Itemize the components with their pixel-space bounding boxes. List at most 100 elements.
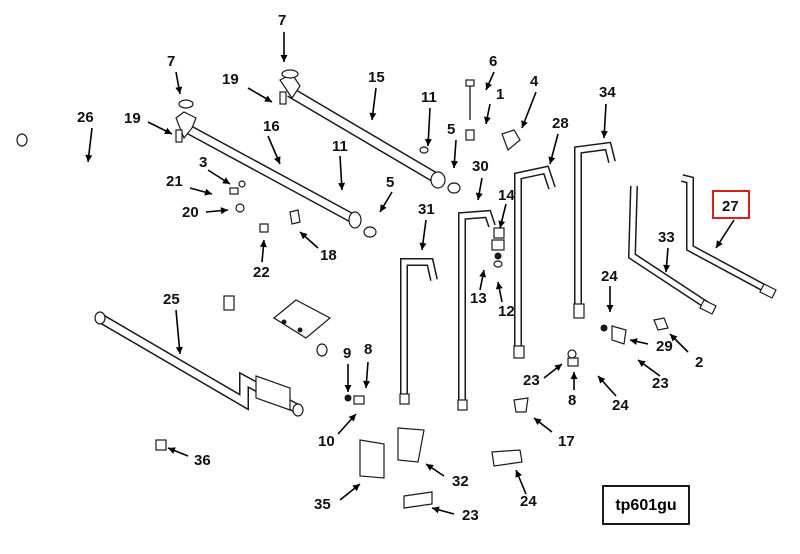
callout-6: 6 [489, 53, 497, 70]
callout-24: 24 [601, 268, 618, 285]
callout-14: 14 [498, 187, 515, 204]
callout-12: 12 [498, 303, 515, 320]
callout-35: 35 [314, 496, 331, 513]
leader-line [175, 309, 181, 355]
callout-23: 23 [652, 375, 669, 392]
part-17-clip [513, 397, 529, 413]
leader-arrowhead [451, 160, 458, 168]
leader-arrowhead [495, 282, 503, 290]
callout-11: 11 [332, 138, 348, 155]
part-4-clamp [501, 129, 521, 152]
callout-7: 7 [278, 12, 286, 29]
callout-33: 33 [658, 229, 675, 246]
callout-labels: 7 7 19 19 15 6 1 4 34 26 16 11 5 28 3 11… [77, 12, 739, 524]
part-19-bolts [175, 91, 287, 143]
callout-19: 19 [222, 71, 239, 88]
leader-arrowhead [432, 506, 440, 514]
part-34-tube [573, 141, 616, 319]
leader-arrows [85, 32, 735, 515]
leader-arrowhead [498, 220, 506, 228]
callout-28: 28 [552, 115, 569, 132]
part-36-plug [155, 439, 167, 451]
part-27-tube [681, 174, 777, 299]
leader-arrowhead [338, 182, 346, 190]
leader-arrowhead [348, 414, 356, 422]
callout-9: 9 [343, 345, 351, 362]
leader-arrowhead [485, 82, 493, 90]
leader-arrowhead [663, 264, 671, 272]
callout-5: 5 [447, 121, 455, 138]
part-6-bolt [465, 79, 475, 141]
part-15-pipe [279, 73, 461, 194]
callout-19: 19 [124, 110, 141, 127]
part-9-8-10-fittings [344, 394, 365, 405]
callout-24: 24 [520, 493, 537, 510]
brackets-bottom [359, 427, 523, 509]
callout-11: 11 [421, 89, 437, 106]
part-30-tube [457, 209, 496, 411]
highlight-box-callout-27 [712, 190, 750, 219]
callout-2: 2 [695, 354, 703, 371]
callout-22: 22 [253, 264, 270, 281]
leader-arrowhead [716, 240, 723, 248]
leader-arrowhead [548, 156, 556, 164]
leader-arrowhead [85, 154, 93, 162]
leader-arrowhead [352, 484, 360, 492]
figure-id-box: tp601gu [602, 485, 690, 525]
leader-arrowhead [300, 232, 308, 240]
leader-arrowhead [168, 447, 176, 454]
leader-arrowhead [222, 177, 230, 184]
leader-arrowhead [638, 360, 646, 367]
leader-arrowhead [175, 86, 183, 94]
callout-17: 17 [558, 433, 575, 450]
fittings-right [567, 317, 669, 367]
part-31-tube [399, 258, 438, 405]
callout-29: 29 [656, 338, 673, 355]
leader-arrowhead [606, 305, 614, 312]
callout-5: 5 [386, 174, 394, 191]
callout-31: 31 [418, 201, 435, 218]
part-26-long-pipe [16, 133, 332, 357]
leader-arrowhead [344, 385, 352, 392]
callout-23: 23 [523, 372, 540, 389]
callout-18: 18 [320, 247, 337, 264]
leader-arrowhead [380, 204, 387, 212]
callout-27: 27 [722, 198, 739, 215]
leader-arrowhead [426, 464, 434, 471]
callout-15: 15 [368, 69, 385, 86]
callout-13: 13 [470, 290, 487, 307]
callout-34: 34 [599, 84, 616, 101]
part-14-13-12-fittings [491, 227, 505, 268]
callout-26: 26 [77, 109, 94, 126]
callout-20: 20 [182, 204, 199, 221]
leader-arrowhead [670, 334, 678, 342]
callout-21: 21 [166, 173, 183, 190]
leader-arrowhead [483, 116, 491, 124]
small-hardware [229, 180, 301, 233]
part-25-pipe [94, 311, 304, 417]
callout-4: 4 [530, 73, 539, 90]
callout-8: 8 [364, 341, 372, 358]
leader-arrowhead [220, 207, 228, 215]
leader-arrowhead [204, 188, 212, 196]
leader-arrowhead [419, 242, 427, 250]
callout-25: 25 [163, 291, 180, 308]
part-7-gaskets [178, 69, 299, 109]
leader-arrowhead [274, 156, 281, 164]
callout-7: 7 [167, 53, 175, 70]
leader-arrowhead [534, 418, 542, 426]
leader-arrowhead [479, 270, 487, 278]
callout-36: 36 [194, 452, 211, 469]
leader-arrowhead [554, 364, 562, 372]
leader-arrowhead [475, 192, 483, 200]
leader-arrowhead [630, 338, 638, 345]
leader-arrowhead [369, 112, 377, 120]
leader-arrowhead [521, 120, 528, 128]
leader-arrowhead [598, 376, 606, 384]
part-33-tube [627, 185, 717, 315]
leader-arrowhead [515, 470, 522, 478]
callout-3: 3 [199, 154, 207, 171]
leader-arrowhead [363, 380, 371, 388]
leader-arrowhead [175, 346, 183, 354]
